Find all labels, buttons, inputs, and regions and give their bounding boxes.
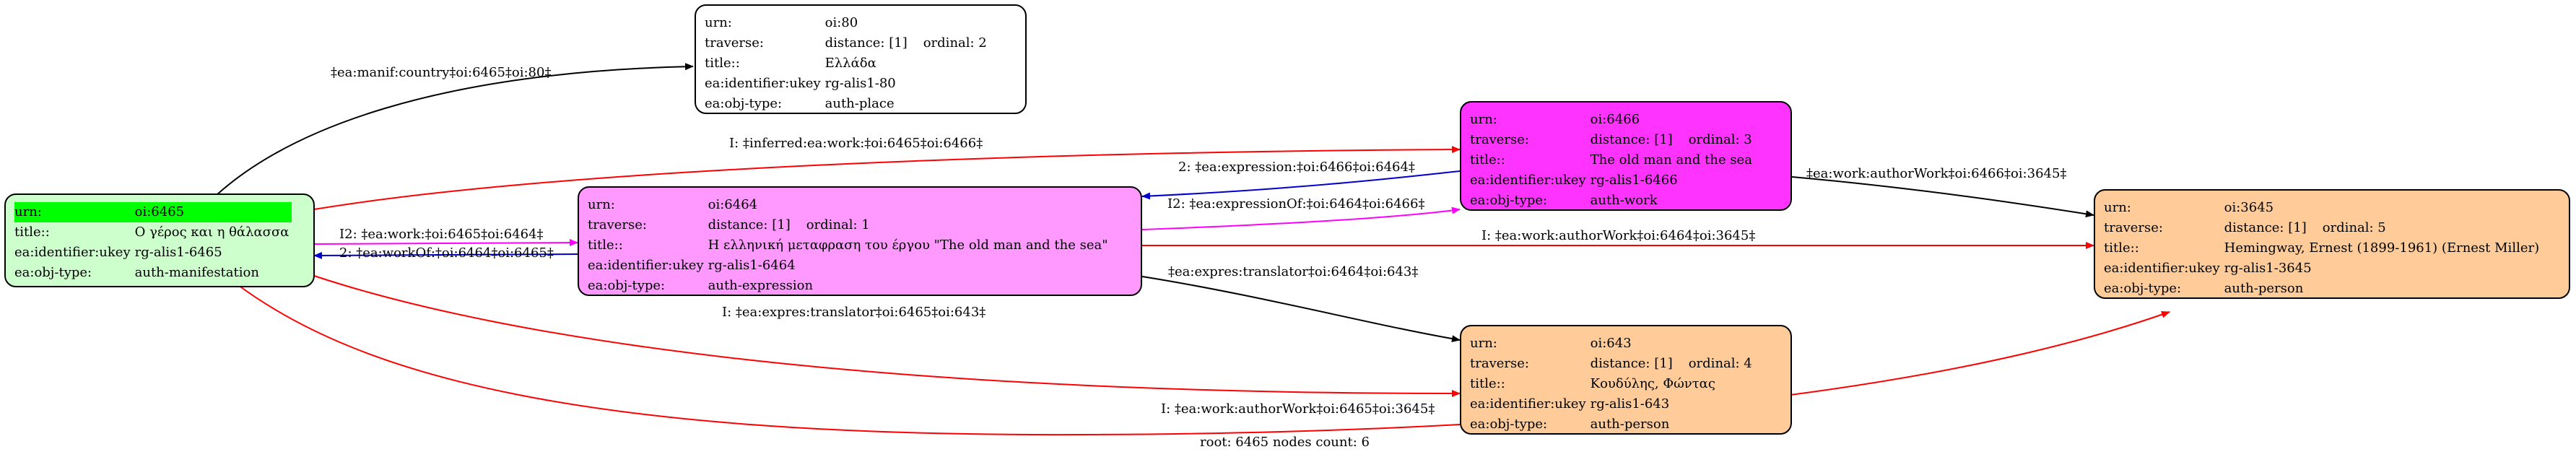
obj-type-value: auth-place — [824, 96, 895, 111]
edge-label-country: ‡ea:manif:country‡oi:6465‡oi:80‡ — [331, 65, 552, 80]
traverse-label: traverse: — [1470, 132, 1529, 147]
title-value: The old man and the sea — [1590, 152, 1752, 167]
edge-work-of — [313, 251, 578, 259]
title-value: Η ελληνική μεταφραση του έργου "The old … — [708, 238, 1108, 253]
obj-type-value: auth-manifestation — [134, 265, 259, 280]
edge-label-translator-6465: I: ‡ea:expres:translator‡oi:6465‡oi:643‡ — [722, 305, 986, 320]
edge-label-expression-of: I2: ‡ea:expressionOf:‡oi:6464‡oi:6466‡ — [1167, 196, 1425, 212]
urn-label: urn: — [588, 197, 615, 212]
title-label: title:: — [1470, 376, 1505, 391]
graph-footer: root: 6465 nodes count: 6 — [1200, 435, 1370, 450]
identifier-label: ea:identifier:ukey — [1470, 173, 1586, 188]
identifier-value: rg-alis1-643 — [1590, 396, 1670, 412]
edge-label-expression: 2: ‡ea:expression:‡oi:6466‡oi:6464‡ — [1178, 160, 1415, 175]
identifier-value: rg-alis1-6464 — [708, 258, 796, 273]
urn-label: urn: — [1470, 112, 1497, 127]
edge-author-work-6465 — [238, 284, 2170, 436]
urn-value: oi:80 — [824, 15, 858, 30]
edge-expression-of — [1141, 206, 1461, 230]
identifier-label: ea:identifier:ukey — [2104, 261, 2220, 276]
obj-type-value: auth-person — [2224, 281, 2304, 296]
distance-value: distance: [1] — [1590, 132, 1673, 147]
identifier-label: ea:identifier:ukey — [14, 245, 131, 260]
urn-value: oi:643 — [1590, 336, 1632, 351]
edge-label-author-work-6464: I: ‡ea:work:authorWork‡oi:6464‡oi:3645‡ — [1481, 228, 1756, 243]
urn-value: oi:6465 — [134, 202, 292, 222]
obj-type-value: auth-person — [1590, 417, 1670, 432]
distance-value: distance: [1] — [1590, 356, 1673, 371]
identifier-value: rg-alis1-3645 — [2224, 261, 2312, 276]
identifier-value: rg-alis1-6465 — [134, 245, 222, 260]
distance-value: distance: [1] — [708, 217, 791, 232]
title-value: Κουδύλης, Φώντας — [1590, 376, 1715, 391]
traverse-label: traverse: — [588, 217, 647, 232]
title-label: title:: — [1470, 152, 1505, 167]
obj-type-value: auth-work — [1590, 193, 1658, 208]
identifier-value: rg-alis1-6466 — [1590, 173, 1678, 188]
traverse-label: traverse: — [2104, 220, 2163, 235]
ordinal-value: ordinal: 2 — [923, 35, 987, 51]
urn-value: oi:6466 — [1590, 112, 1640, 127]
edge-label-author-work: ‡ea:work:authorWork‡oi:6466‡oi:3645‡ — [1806, 166, 2067, 181]
distance-value: distance: [1] — [2224, 220, 2307, 235]
ordinal-value: ordinal: 4 — [1688, 356, 1752, 371]
traverse-label: traverse: — [1470, 356, 1529, 371]
edge-author-work — [1791, 176, 2094, 218]
title-value: Hemingway, Ernest (1899-1961) (Ernest Mi… — [2224, 240, 2540, 256]
edge-label-ea-work: I2: ‡ea:work:‡oi:6465‡oi:6464‡ — [339, 227, 544, 242]
edge-ea-work — [313, 239, 578, 247]
title-label: title:: — [2104, 240, 2139, 256]
obj-type-label: ea:obj-type: — [588, 278, 666, 293]
identifier-label: ea:identifier:ukey — [705, 76, 821, 91]
urn-label: urn: — [1470, 336, 1497, 351]
urn-label: urn: — [2104, 200, 2131, 215]
obj-type-label: ea:obj-type: — [1470, 193, 1548, 208]
edge-label-work-of: 2: ‡ea:workOf:‡oi:6464‡oi:6465‡ — [339, 245, 554, 261]
edge-label-author-work-6465: I: ‡ea:work:authorWork‡oi:6465‡oi:3645‡ — [1161, 401, 1435, 417]
obj-type-label: ea:obj-type: — [705, 96, 783, 111]
title-label: title:: — [14, 225, 50, 240]
edge-expression — [1141, 170, 1461, 200]
urn-value: oi:3645 — [2224, 200, 2274, 215]
urn-label: urn: — [705, 15, 732, 30]
node-person-oi643[interactable]: urn: oi:643 traverse: distance: [1] ordinal… — [1460, 325, 1792, 435]
title-value: Ελλάδα — [824, 56, 876, 71]
edge-label-translator-6464: ‡ea:expres:translator‡oi:6464‡oi:643‡ — [1168, 264, 1419, 279]
edge-country — [216, 63, 694, 196]
title-label: title:: — [588, 238, 623, 253]
traverse-label: traverse: — [705, 35, 764, 51]
urn-value: oi:6464 — [708, 197, 758, 212]
obj-type-value: auth-expression — [708, 278, 814, 293]
node-expression-oi6464[interactable]: urn: oi:6464 traverse: distance: [1] ordina… — [578, 186, 1142, 296]
identifier-label: ea:identifier:ukey — [588, 258, 704, 273]
distance-value: distance: [1] — [824, 35, 908, 51]
node-place-oi80[interactable]: urn: oi:80 traverse: distance: [1] ordinal:… — [695, 4, 1027, 114]
ordinal-value: ordinal: 1 — [806, 217, 870, 232]
node-manifestation-oi6465[interactable]: urn:oi:6465 title::Ο γέρος και η θάλασσα… — [4, 193, 315, 287]
edge-translator-6464 — [1141, 276, 1461, 343]
node-work-oi6466[interactable]: urn: oi:6466 traverse: distance: [1] ordina… — [1460, 101, 1792, 211]
obj-type-label: ea:obj-type: — [1470, 417, 1548, 432]
title-value: Ο γέρος και η θάλασσα — [134, 225, 290, 240]
edge-translator-6465 — [313, 275, 1461, 397]
ordinal-value: ordinal: 5 — [2322, 220, 2386, 235]
identifier-value: rg-alis1-80 — [824, 76, 896, 91]
edge-label-inferred-work: I: ‡inferred:ea:work:‡oi:6465‡oi:6466‡ — [729, 136, 983, 151]
identifier-label: ea:identifier:ukey — [1470, 396, 1586, 412]
ordinal-value: ordinal: 3 — [1688, 132, 1752, 147]
urn-label: urn: — [14, 202, 135, 222]
obj-type-label: ea:obj-type: — [14, 265, 92, 280]
title-label: title:: — [705, 56, 740, 71]
edge-inferred-work — [313, 146, 1461, 210]
node-person-oi3645[interactable]: urn: oi:3645 traverse: distance: [1] ordina… — [2094, 189, 2570, 299]
obj-type-label: ea:obj-type: — [2104, 281, 2182, 296]
